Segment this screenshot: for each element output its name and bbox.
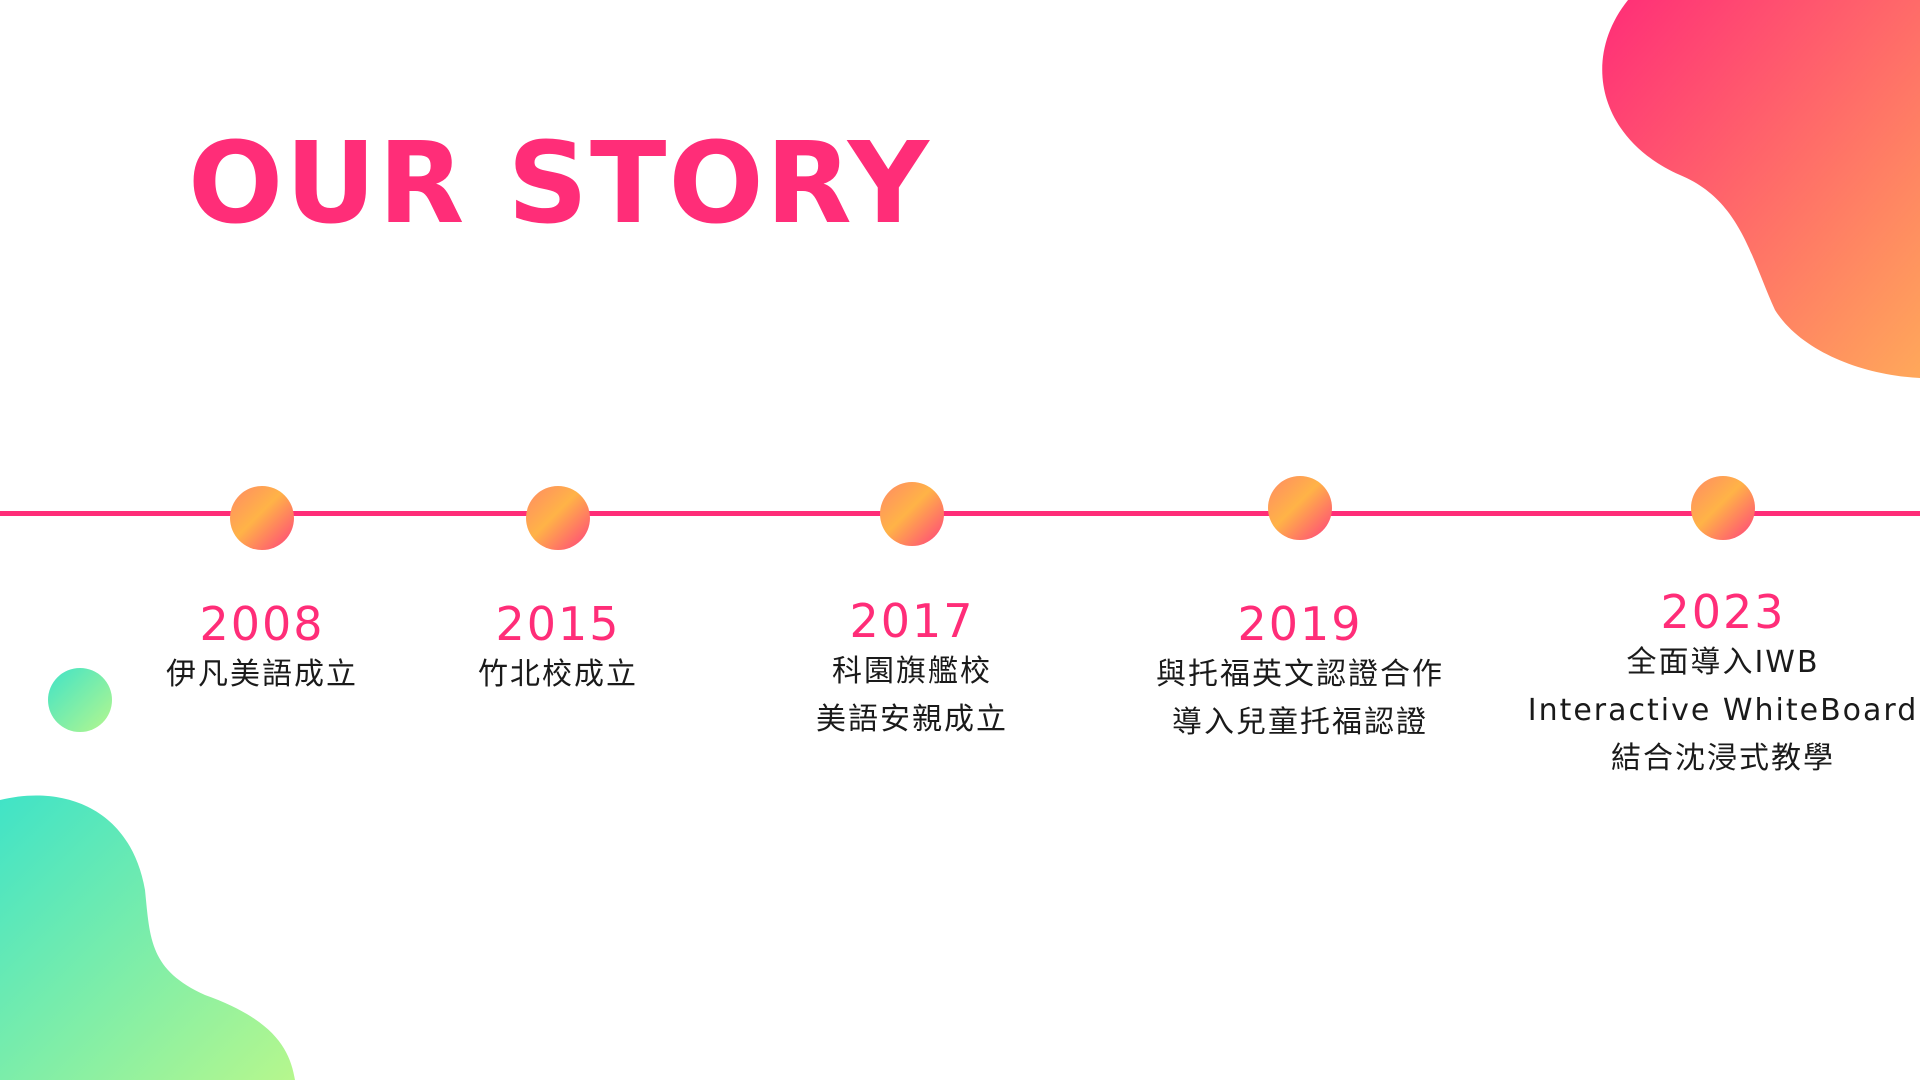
timeline-milestone-2017: 2017 科園旗艦校美語安親成立	[712, 595, 1112, 744]
milestone-description: 與托福英文認證合作	[1156, 656, 1444, 692]
timeline-milestone-2015: 2015 竹北校成立	[358, 598, 758, 699]
milestone-year: 2017	[849, 594, 975, 648]
timeline-node-2015	[526, 486, 590, 550]
timeline-milestone-2023: 2023 全面導入IWB Interactive WhiteBoard 結合沈浸式教學	[1523, 586, 1920, 783]
timeline-milestone-2019: 2019 與托福英文認證合作導入兒童托福認證	[1100, 598, 1500, 747]
milestone-year: 2023	[1660, 585, 1786, 639]
decorative-blob-bottom-left	[0, 795, 295, 1080]
timeline-node-2008	[230, 486, 294, 550]
milestone-description: 美語安親成立	[816, 701, 1008, 737]
milestone-description: 竹北校成立	[478, 656, 638, 692]
milestone-description: 導入兒童托福認證	[1172, 704, 1428, 740]
decorative-dot	[48, 668, 112, 732]
milestone-year: 2015	[495, 597, 621, 651]
timeline-node-2017	[880, 482, 944, 546]
timeline-milestone-2008: 2008 伊凡美語成立	[62, 598, 462, 699]
milestone-description: 科園旗艦校	[832, 653, 992, 689]
page-title: OUR STORY	[188, 119, 931, 249]
milestone-description: 全面導入IWB	[1626, 644, 1820, 680]
timeline-node-2023	[1691, 476, 1755, 540]
milestone-year: 2019	[1237, 597, 1363, 651]
milestone-description: 結合沈浸式教學	[1611, 740, 1835, 776]
milestone-description: 伊凡美語成立	[166, 656, 358, 692]
timeline-node-2019	[1268, 476, 1332, 540]
milestone-description: Interactive WhiteBoard	[1527, 692, 1919, 728]
timeline-line	[0, 511, 1920, 516]
decorative-blob-top-right	[1602, 0, 1920, 378]
milestone-year: 2008	[199, 597, 325, 651]
